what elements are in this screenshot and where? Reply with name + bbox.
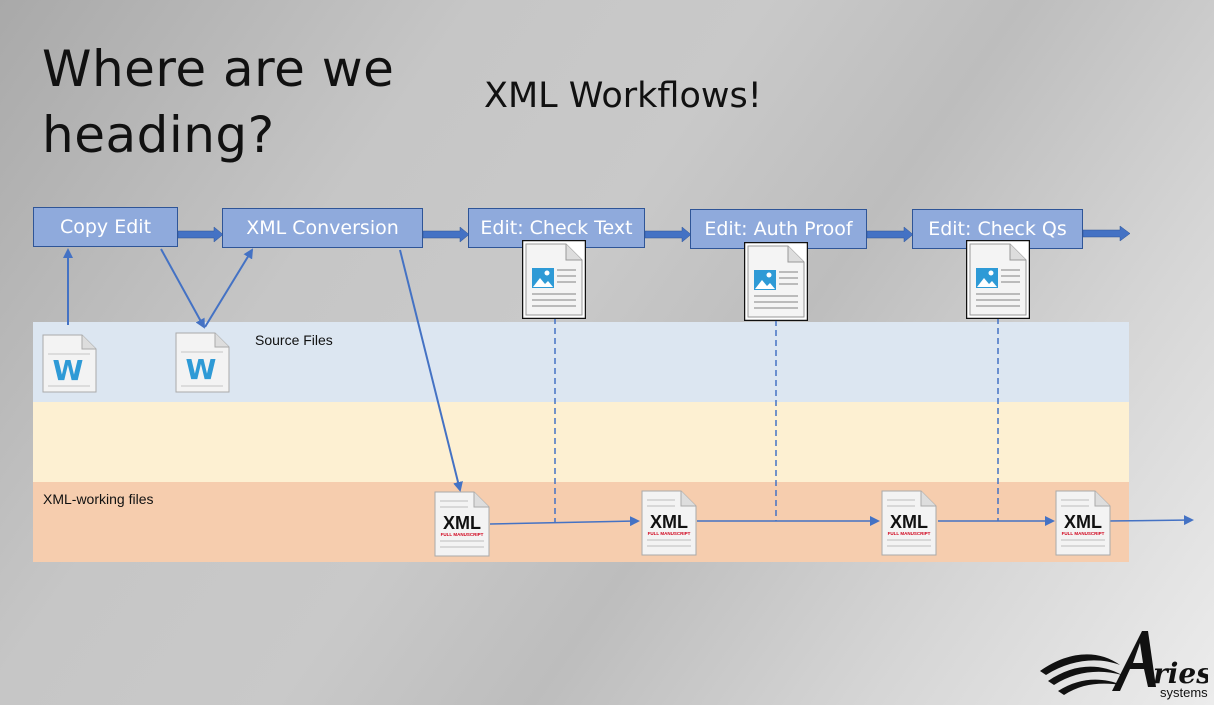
aries-systems-logo: ries systems xyxy=(1038,625,1212,701)
svg-text:systems: systems xyxy=(1160,685,1208,700)
step-auth-proof: Edit: Auth Proof xyxy=(690,209,867,249)
conversion-to-xml-line xyxy=(399,249,463,492)
svg-text:ries: ries xyxy=(1153,657,1208,690)
flow-arrow-1 xyxy=(177,226,224,243)
xml-document-icon: XML FULL MANUSCRIPT xyxy=(881,490,937,560)
svg-text:FULL MANUSCRIPT: FULL MANUSCRIPT xyxy=(648,531,691,536)
xml-flow-line-1 xyxy=(489,516,640,527)
source-to-conversion-line xyxy=(204,248,254,328)
xml-flow-line-4 xyxy=(1106,515,1194,526)
flow-arrow-5 xyxy=(1082,225,1131,242)
svg-text:FULL MANUSCRIPT: FULL MANUSCRIPT xyxy=(888,531,931,536)
word-document-icon: W xyxy=(175,332,231,398)
xml-document-icon: XML FULL MANUSCRIPT xyxy=(641,490,697,560)
proof-document-icon xyxy=(965,239,1031,323)
svg-text:XML: XML xyxy=(443,513,481,533)
step-copy-edit: Copy Edit xyxy=(33,207,178,247)
flow-arrow-4 xyxy=(866,226,914,243)
flow-arrow-2 xyxy=(422,226,470,243)
step-flow-arrows xyxy=(177,225,1131,243)
svg-text:W: W xyxy=(186,353,217,386)
svg-text:FULL MANUSCRIPT: FULL MANUSCRIPT xyxy=(441,532,484,537)
slide-title: Where are we heading? xyxy=(42,40,395,164)
proof-document-icon xyxy=(521,239,587,323)
step-xml-conversion: XML Conversion xyxy=(222,208,423,248)
svg-text:XML: XML xyxy=(890,512,928,532)
xml-document-icon: XML FULL MANUSCRIPT xyxy=(1055,490,1111,560)
xml-working-files-label: XML-working files xyxy=(43,491,154,507)
slide-subtitle: XML Workflows! xyxy=(484,76,762,116)
flow-arrow-3 xyxy=(644,226,692,243)
word-document-icon: W xyxy=(42,334,98,398)
proof-document-icon xyxy=(743,241,809,325)
svg-text:FULL MANUSCRIPT: FULL MANUSCRIPT xyxy=(1062,531,1105,536)
svg-text:XML: XML xyxy=(1064,512,1102,532)
svg-text:XML: XML xyxy=(650,512,688,532)
source-files-label: Source Files xyxy=(255,332,333,348)
copyedit-to-source-line xyxy=(160,248,205,329)
svg-text:W: W xyxy=(53,354,84,387)
middle-band xyxy=(33,402,1129,482)
xml-document-icon: XML FULL MANUSCRIPT xyxy=(434,491,490,561)
